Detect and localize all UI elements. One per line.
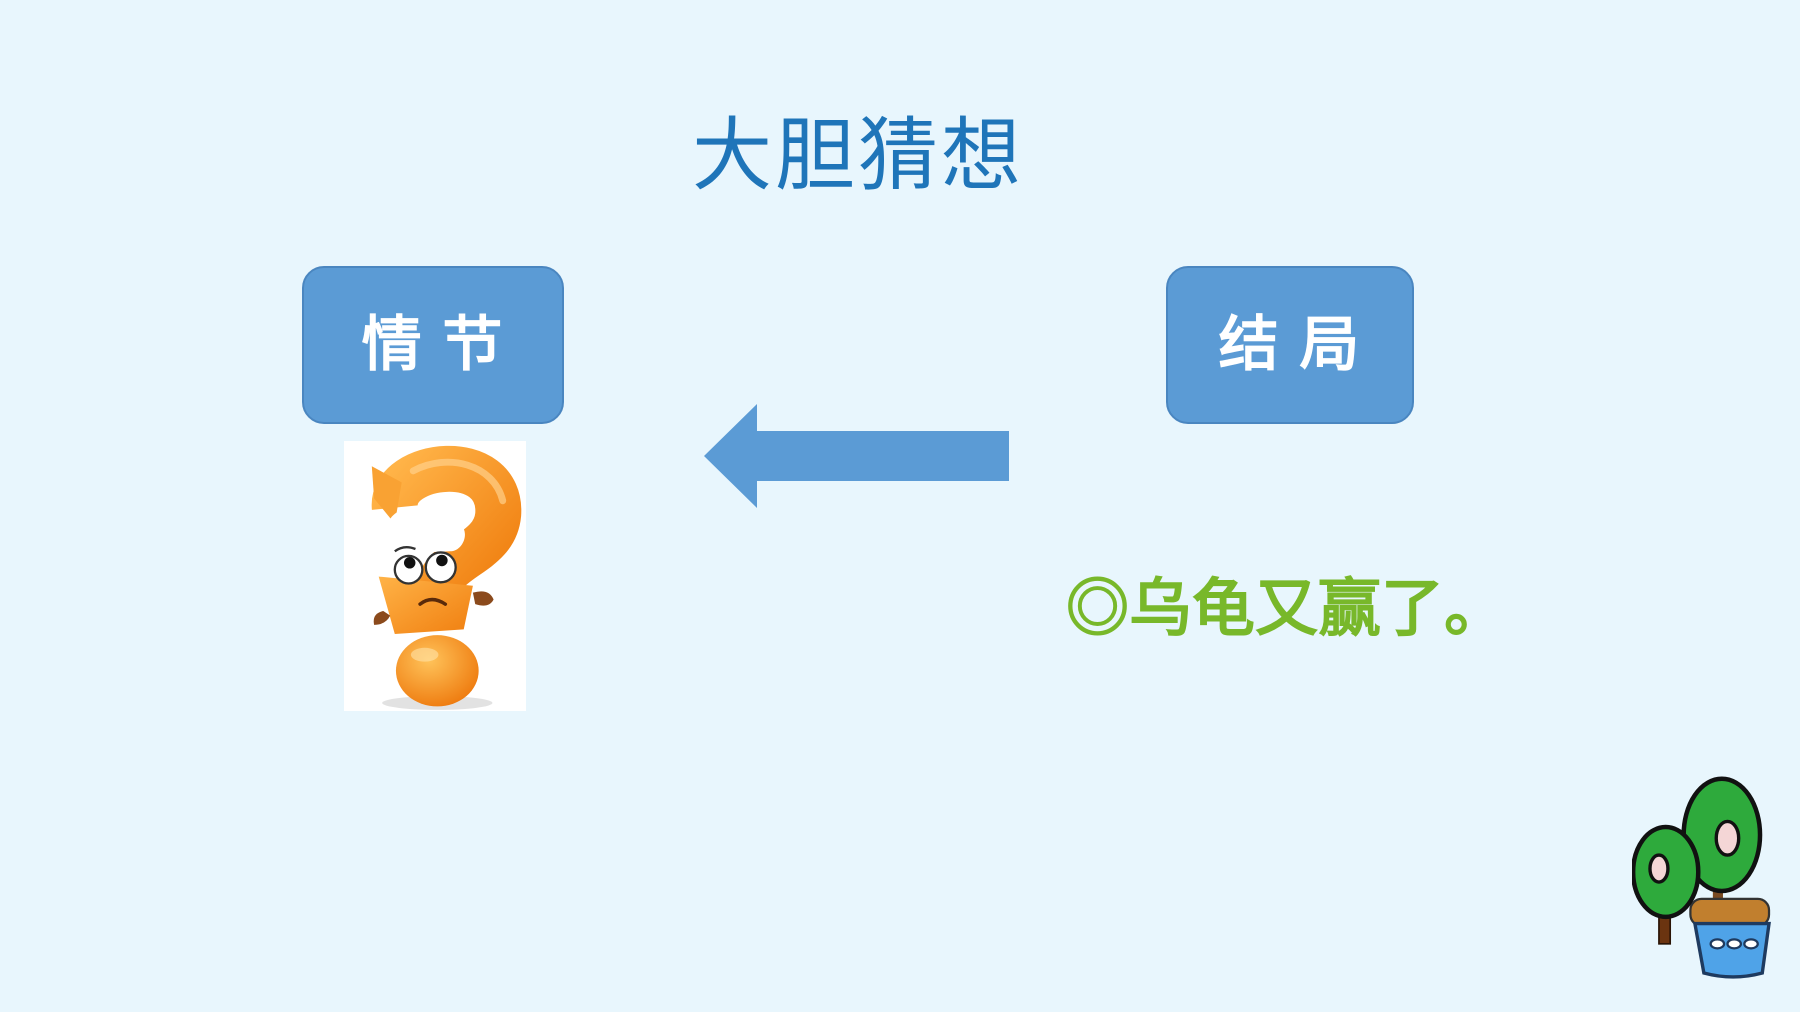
pot-window: [1709, 938, 1726, 950]
big-tree-trunk: [1712, 874, 1723, 920]
pot-roof: [1689, 897, 1771, 927]
question-mark-highlight: [409, 458, 507, 505]
slide-title: 大胆猜想: [692, 109, 1024, 202]
question-mark-dot: [395, 635, 479, 707]
right-pupil: [436, 554, 448, 567]
big-tree-spot: [1714, 819, 1741, 857]
guess-text: ◎乌龟又赢了。: [1066, 574, 1507, 644]
ending-box: 结 局: [1166, 266, 1414, 424]
pot-body: [1692, 921, 1771, 979]
pot-window: [1726, 938, 1743, 950]
plot-box-label: 情 节: [361, 311, 505, 378]
tree-house-decoration-icon: [1632, 776, 1771, 979]
left-pupil: [403, 557, 416, 569]
small-tree-spot: [1648, 853, 1670, 884]
left-arrow: [704, 404, 1009, 508]
eyebrow: [394, 546, 416, 553]
question-mark-tip: [371, 466, 402, 524]
pot-window: [1743, 938, 1759, 950]
left-arrow-shape: [704, 404, 1009, 508]
question-mark-hook: [371, 445, 522, 596]
ending-box-label: 结 局: [1218, 311, 1362, 378]
right-hand: [472, 591, 494, 606]
dot-highlight: [410, 647, 439, 662]
question-mark-body: [378, 576, 473, 635]
question-mark-illustration: [344, 441, 526, 711]
plot-box: 情 节: [302, 266, 564, 424]
question-mark-cartoon-icon: [371, 445, 522, 710]
mouth: [418, 597, 448, 606]
left-hand: [373, 611, 391, 625]
question-mark-face-patch: [384, 506, 465, 554]
right-eye: [424, 551, 457, 584]
